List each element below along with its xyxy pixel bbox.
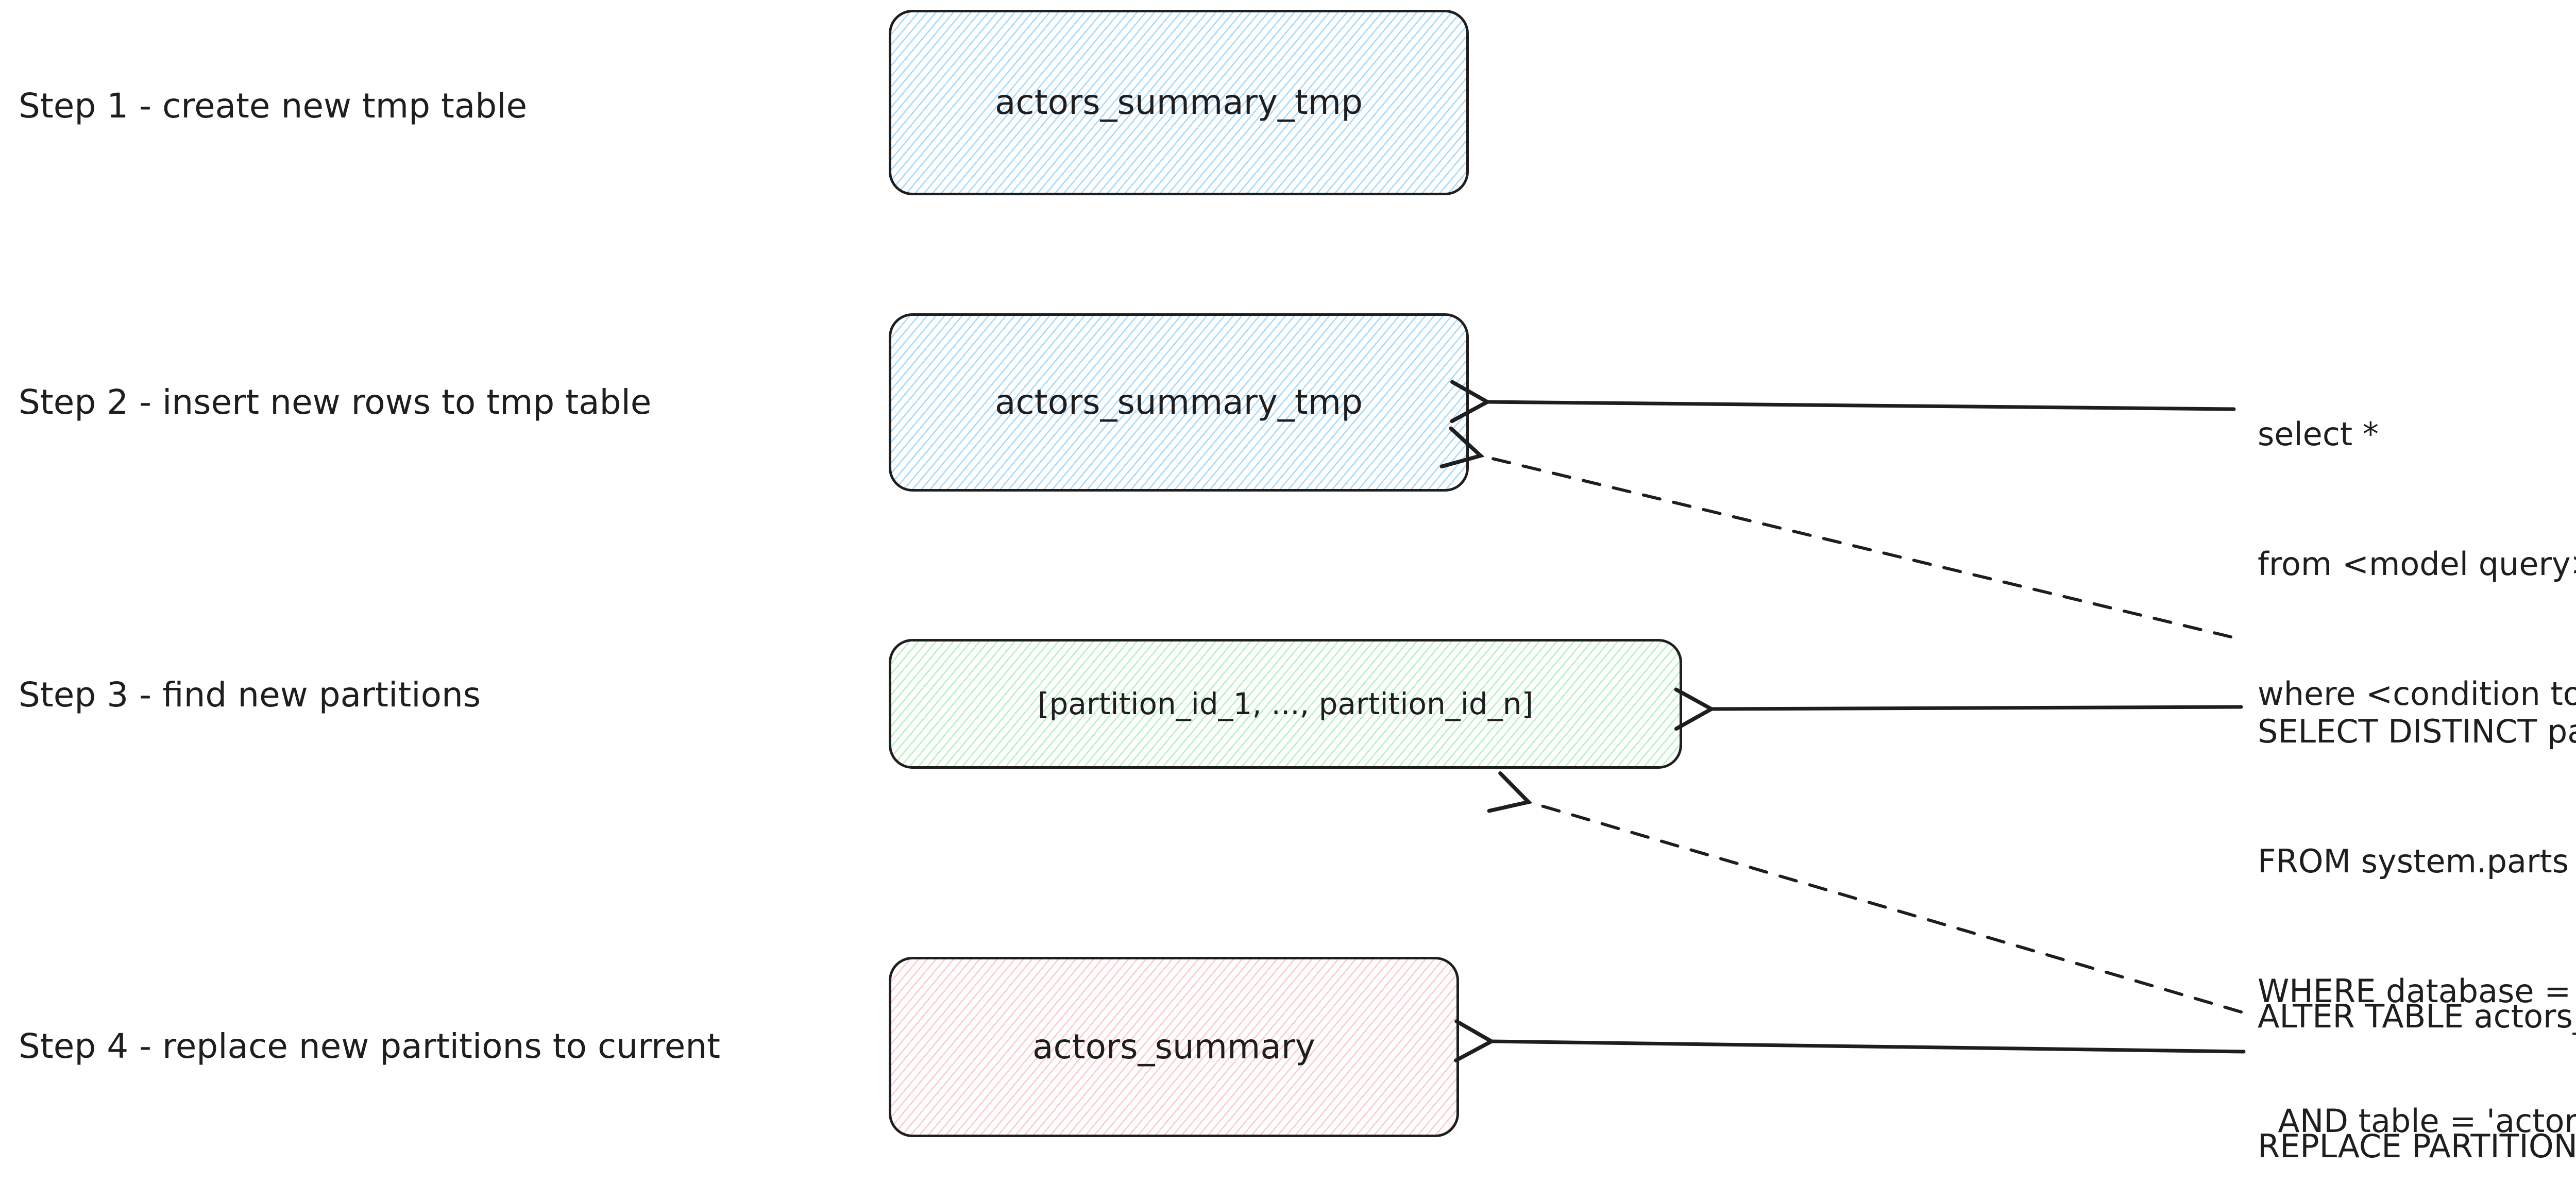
step-2-node-label: actors_summary_tmp	[994, 382, 1363, 422]
step-1-node-label: actors_summary_tmp	[994, 82, 1363, 122]
sql-line: AND table = 'actors_summary_tmp'	[2278, 1102, 2576, 1140]
sql-line: select *	[2258, 415, 2379, 453]
sql-line: from <model query>	[2258, 545, 2576, 583]
step-3-label: Step 3 - find new partitions	[19, 675, 481, 715]
step-4-node: actors_summary	[889, 957, 1459, 1137]
step-3-sql: SELECT DISTINCT partition_id FROM system…	[2258, 623, 2576, 1199]
sql-line: SELECT DISTINCT partition_id	[2258, 713, 2576, 750]
sql-line: ALTER TABLE actors_summary	[2258, 998, 2576, 1035]
step-2-label: Step 2 - insert new rows to tmp table	[19, 382, 652, 422]
arrow-step3-sql-to-step2-node-dashed	[1439, 426, 2232, 638]
step-2-sql: select * from <model query> where <condi…	[2258, 326, 2576, 802]
arrow-step4-sql-to-step3-node-dashed	[1487, 771, 2243, 1014]
sql-line: FROM system.parts	[2258, 842, 2569, 880]
step-3-node-label: [partition_id_1, ..., partition_id_n]	[1037, 686, 1534, 721]
sql-line: where <condition to identify new>	[2258, 675, 2576, 713]
step-4-sql: ALTER TABLE actors_summary REPLACE PARTI…	[2258, 908, 2576, 1199]
step-2-node: actors_summary_tmp	[889, 313, 1469, 492]
arrow-step3-sql-to-step3-node	[1674, 687, 2243, 731]
step-1-label: Step 1 - create new tmp table	[19, 86, 528, 126]
sql-line: WHERE database = <database>	[2258, 972, 2571, 1010]
step-4-label: Step 4 - replace new partitions to curre…	[19, 1026, 721, 1066]
step-3-node: [partition_id_1, ..., partition_id_n]	[889, 639, 1682, 769]
step-1-node: actors_summary_tmp	[889, 10, 1469, 195]
arrow-step4-sql-to-step4-node	[1454, 1019, 2246, 1062]
sql-line: REPLACE PARTITION partition_id_1	[2258, 1127, 2576, 1165]
arrow-step2-sql-to-step2-node	[1450, 380, 2236, 424]
step-4-node-label: actors_summary	[1032, 1027, 1315, 1067]
